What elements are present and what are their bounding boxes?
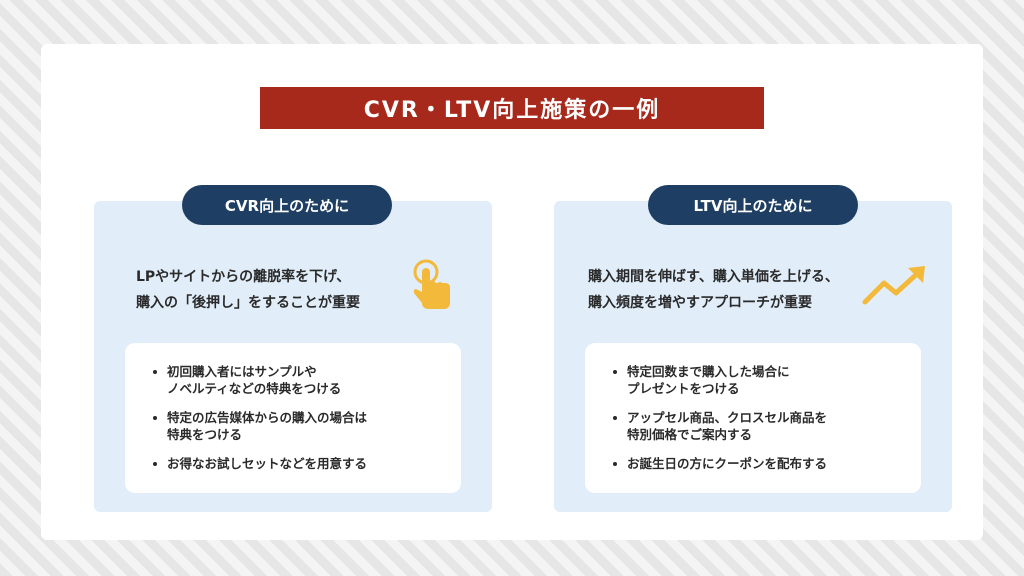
list-item: 特定回数まで購入した場合に プレゼントをつける	[613, 363, 921, 397]
cvr-heading-pill: CVR向上のために	[182, 185, 392, 225]
ltv-description: 購入期間を伸ばす、購入単価を上げる、 購入頻度を増やすアプローチが重要	[588, 264, 888, 316]
ltv-description-line: 購入期間を伸ばす、購入単価を上げる、	[588, 269, 839, 285]
list-item: お誕生日の方にクーポンを配布する	[613, 455, 921, 472]
trend-up-arrow-icon	[862, 266, 925, 305]
ltv-panel: LTV向上のために 購入期間を伸ばす、購入単価を上げる、 購入頻度を増やすアプロ…	[554, 185, 952, 512]
cvr-description-line: LPやサイトからの離脱率を下げ、	[136, 269, 351, 285]
list-item: アップセル商品、クロスセル商品を 特別価格でご案内する	[613, 409, 921, 443]
cvr-description: LPやサイトからの離脱率を下げ、 購入の「後押し」をすることが重要	[136, 264, 426, 316]
list-item: お得なお試しセットなどを用意する	[153, 455, 461, 472]
list-item: 初回購入者にはサンプルや ノベルティなどの特典をつける	[153, 363, 461, 397]
ltv-description-line: 購入頻度を増やすアプローチが重要	[588, 295, 812, 311]
ltv-heading-pill: LTV向上のために	[648, 185, 858, 225]
slide-card: CVR・LTV向上施策の一例 CVR向上のために LPやサイトからの離脱率を下げ…	[41, 44, 983, 540]
cvr-measures-list: 初回購入者にはサンプルや ノベルティなどの特典をつける 特定の広告媒体からの購入…	[125, 343, 461, 493]
cvr-panel: CVR向上のために LPやサイトからの離脱率を下げ、 購入の「後押し」をすること…	[94, 185, 492, 512]
list-item: 特定の広告媒体からの購入の場合は 特典をつける	[153, 409, 461, 443]
slide-title: CVR・LTV向上施策の一例	[260, 87, 764, 129]
ltv-measures-list: 特定回数まで購入した場合に プレゼントをつける アップセル商品、クロスセル商品を…	[585, 343, 921, 493]
cvr-description-line: 購入の「後押し」をすることが重要	[136, 295, 360, 311]
tap-hand-icon	[413, 259, 450, 309]
